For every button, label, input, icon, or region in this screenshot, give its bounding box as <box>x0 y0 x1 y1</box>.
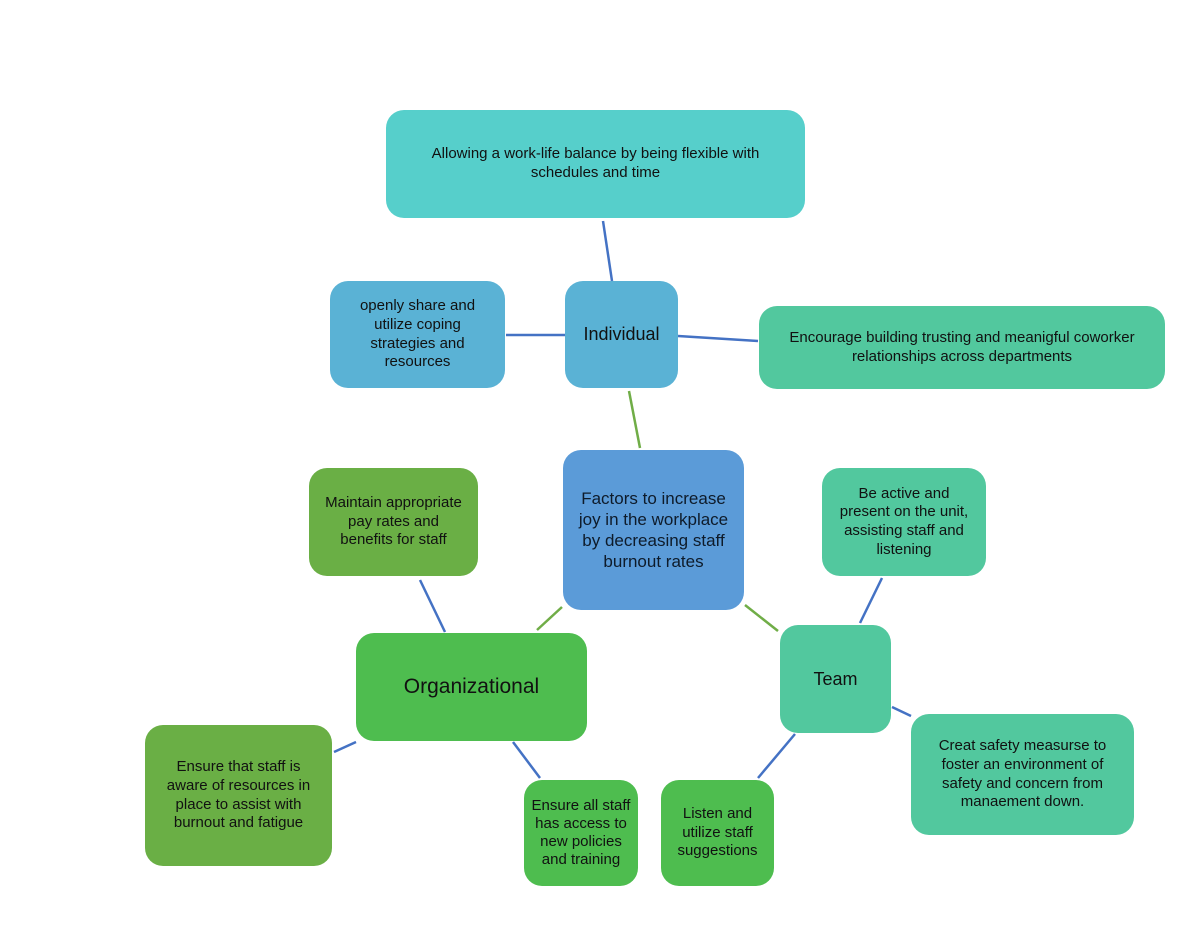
work-life-balance-text: Allowing a work-life balance by being fl… <box>431 145 760 181</box>
coworker-relationships-text: Encourage building trusting and meanigfu… <box>789 328 1135 365</box>
policies-training-node: Ensure all staff has access to new polic… <box>524 780 638 886</box>
safety-measures-node: Creat safety measurse to foster an envir… <box>911 714 1134 835</box>
coping-strategies-text: openly share and utilize coping strategi… <box>359 297 476 371</box>
connector-org-resources <box>333 740 357 754</box>
connector-center-organizational <box>536 606 563 631</box>
organizational-node: Organizational <box>356 633 587 741</box>
team-label: Team <box>813 668 858 689</box>
individual-node: Individual <box>565 281 678 388</box>
policies-training-text: Ensure all staff has access to new polic… <box>531 797 631 868</box>
be-active-node: Be active and present on the unit, assis… <box>822 468 986 576</box>
central-topic-text: Factors to increase joy in the workplace… <box>578 488 729 572</box>
staff-resources-text: Ensure that staff is aware of resources … <box>166 758 311 832</box>
connector-center-team <box>744 604 779 632</box>
connector-center-individual <box>627 390 642 449</box>
staff-resources-node: Ensure that staff is aware of resources … <box>145 725 332 866</box>
organizational-label: Organizational <box>403 674 540 698</box>
central-topic-node: Factors to increase joy in the workplace… <box>563 450 744 610</box>
team-node: Team <box>780 625 891 733</box>
individual-label: Individual <box>583 324 660 345</box>
pay-rates-node: Maintain appropriate pay rates and benef… <box>309 468 478 576</box>
connector-team-listen <box>757 733 796 779</box>
connector-org-policies <box>512 741 541 779</box>
coping-strategies-node: openly share and utilize coping strategi… <box>330 281 505 388</box>
connector-individual-worklife <box>601 220 614 282</box>
connector-team-active <box>858 577 884 624</box>
connector-individual-relationships <box>677 334 759 343</box>
coworker-relationships-node: Encourage building trusting and meanigfu… <box>759 306 1165 389</box>
staff-suggestions-text: Listen and utilize staff suggestions <box>677 804 758 860</box>
work-life-balance-node: Allowing a work-life balance by being fl… <box>386 110 805 218</box>
pay-rates-text: Maintain appropriate pay rates and benef… <box>325 493 462 549</box>
connector-team-safety <box>891 705 912 718</box>
safety-measures-text: Creat safety measurse to foster an envir… <box>938 737 1107 811</box>
connector-org-pay <box>418 579 447 633</box>
staff-suggestions-node: Listen and utilize staff suggestions <box>661 780 774 886</box>
be-active-text: Be active and present on the unit, assis… <box>839 484 969 558</box>
